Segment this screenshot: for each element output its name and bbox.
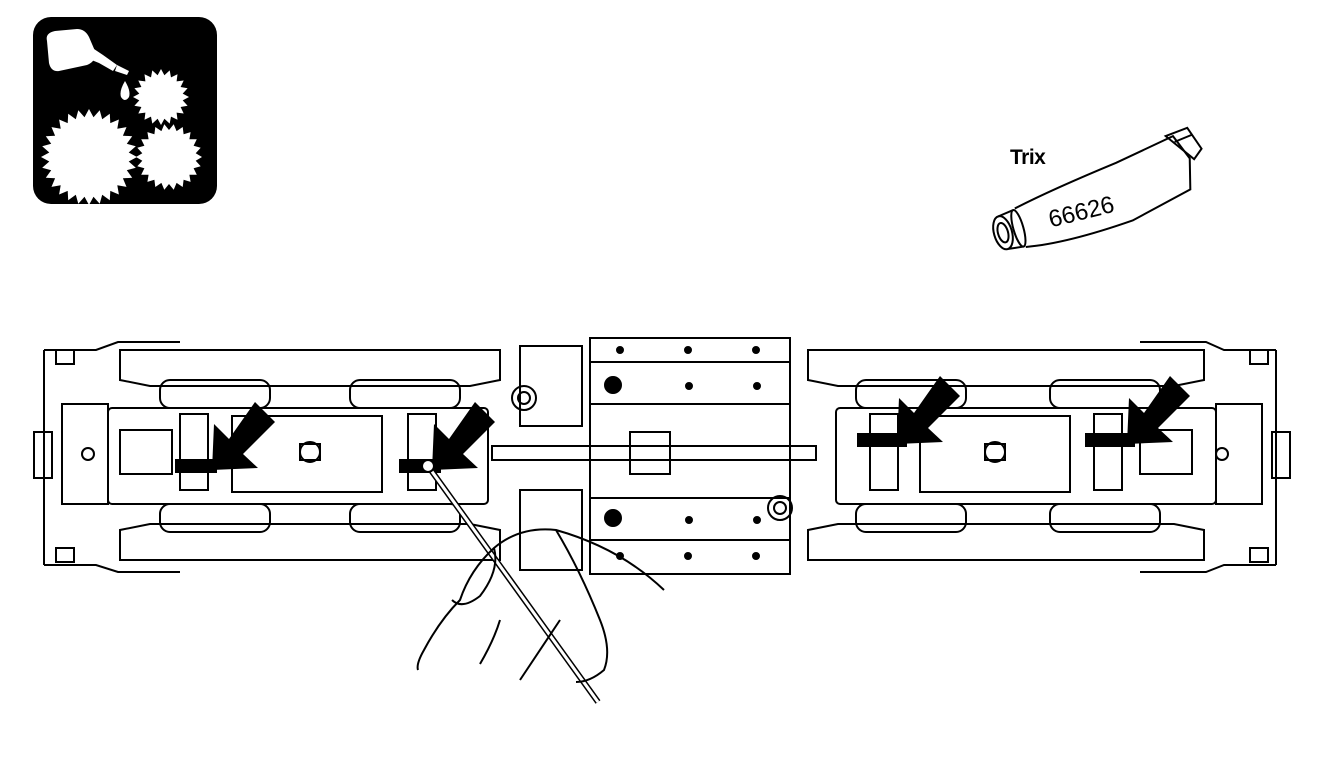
lubrication-arrow-3 xyxy=(897,376,960,444)
right-bogie xyxy=(807,349,1217,561)
lubrication-arrow-4 xyxy=(1127,376,1190,444)
locomotive-underside-illustration xyxy=(0,320,1324,759)
oil-bottle-icon xyxy=(46,29,130,100)
small-gear-icon xyxy=(133,69,189,125)
loco-frame xyxy=(33,341,1291,573)
lubrication-arrows xyxy=(212,376,1190,470)
gear-shape xyxy=(133,69,189,125)
part-number: 66626 xyxy=(1046,191,1117,233)
hand-with-applicator xyxy=(416,459,665,704)
center-section xyxy=(491,337,817,575)
large-gear-icon xyxy=(41,109,137,204)
grease-tube-icon: 66626 xyxy=(975,126,1215,251)
medium-gear-icon xyxy=(136,124,202,190)
left-bogie xyxy=(107,349,501,561)
lubrication-arrow-2 xyxy=(432,402,495,470)
oil-gears-icon xyxy=(33,17,217,204)
gear-shape xyxy=(41,109,137,204)
lubrication-arrow-1 xyxy=(212,402,275,470)
gear-shape xyxy=(136,124,202,190)
brand-label: Trix xyxy=(1010,146,1046,169)
